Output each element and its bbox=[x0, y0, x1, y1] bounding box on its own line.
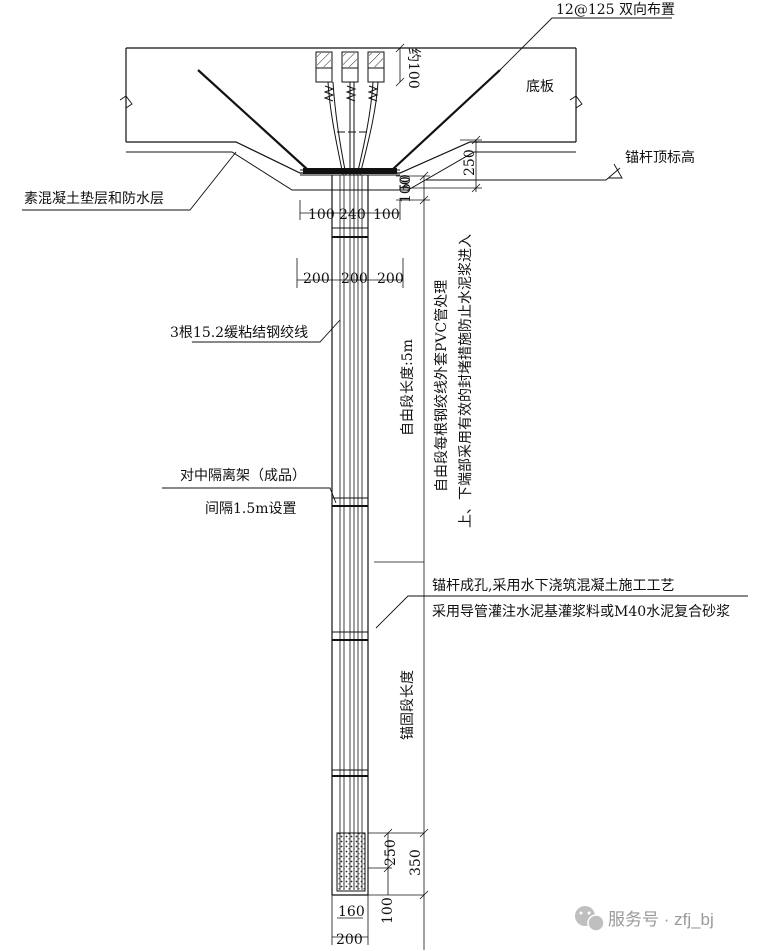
strands-label: 3根15.2缓粘结钢绞线 bbox=[170, 324, 308, 341]
about-100-label: 约100 bbox=[405, 48, 421, 89]
bedding-label: 素混凝土垫层和防水层 bbox=[24, 191, 164, 207]
centralizers bbox=[332, 236, 368, 777]
pvc-note-line2: 上、下端部采用有效的封堵措施防止水泥浆进入 bbox=[458, 234, 474, 528]
dim-50: 50 bbox=[398, 174, 414, 192]
hole-note-line1: 锚杆成孔,采用水下浇筑混凝土施工工艺 bbox=[432, 578, 674, 594]
dim-100c: 100 bbox=[373, 207, 400, 223]
anchor-length-label: 锚固段长度 bbox=[400, 670, 416, 740]
hole-note-line2: 采用导管灌注水泥基灌浆料或M40水泥复合砂浆 bbox=[432, 603, 730, 620]
dim-200c: 200 bbox=[377, 271, 404, 287]
end-plug bbox=[336, 832, 366, 892]
dim-200-bottom: 200 bbox=[336, 932, 363, 948]
slab-label: 底板 bbox=[526, 79, 554, 95]
centralizer-spacing-label: 间隔1.5m设置 bbox=[205, 501, 297, 517]
leader-lines bbox=[22, 17, 748, 629]
dim-200a: 200 bbox=[303, 271, 330, 287]
strand-fan bbox=[323, 81, 379, 176]
pvc-note-line1: 自由段每根钢绞线外套PVC管处理 bbox=[433, 280, 450, 492]
bent-rebars bbox=[197, 69, 501, 171]
dim-100a: 100 bbox=[398, 176, 414, 203]
dim-250-bottom: 250 bbox=[383, 839, 399, 866]
watermark: 服务号 · zfj_bj bbox=[575, 906, 714, 932]
top-rebar-label: 12@125 双向布置 bbox=[556, 2, 675, 18]
wechat-icon bbox=[575, 906, 605, 932]
free-length-label: 自由段长度:5m bbox=[400, 339, 416, 436]
dim-100-bottom: 100 bbox=[380, 897, 396, 924]
dim-160: 160 bbox=[338, 904, 365, 920]
anchor-top-label: 锚杆顶标高 bbox=[625, 149, 695, 166]
dim-100b: 100 bbox=[308, 207, 335, 223]
dim-250-top: 250 bbox=[462, 149, 478, 176]
dim-240: 240 bbox=[339, 207, 366, 223]
dimension-lines bbox=[296, 43, 482, 950]
dim-200b: 200 bbox=[341, 271, 368, 287]
centralizer-label: 对中隔离架（成品） bbox=[180, 467, 306, 484]
pvc-sleeves bbox=[339, 175, 363, 890]
watermark-text: 服务号 · zfj_bj bbox=[608, 910, 714, 929]
dim-350: 350 bbox=[408, 849, 424, 876]
